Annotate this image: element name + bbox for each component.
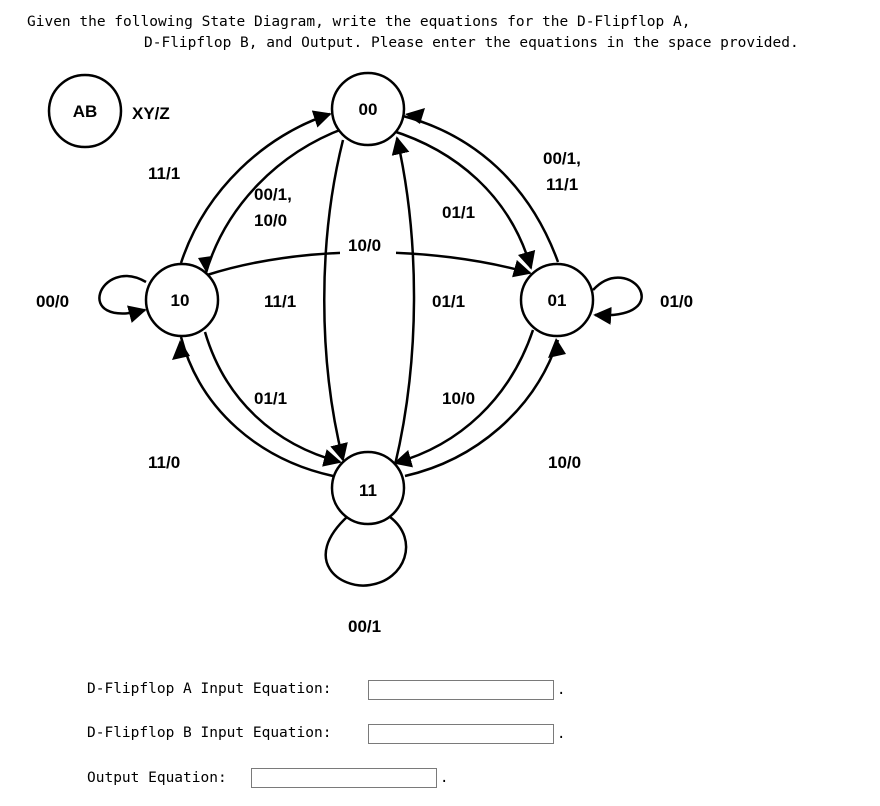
label-t-00-01-outer-a: 00/1, <box>543 149 581 168</box>
label-t-11-01-outer: 10/0 <box>548 453 581 472</box>
arc-10-to-11-inner <box>203 331 342 467</box>
output-equation-label: Output Equation: <box>87 770 227 786</box>
label-t-11-00-right: 01/1 <box>432 292 465 311</box>
label-t-11-00: 01/1 <box>442 203 475 222</box>
arc-00-to-11-left <box>323 139 348 462</box>
label-t-11-10-outer: 11/0 <box>148 453 180 472</box>
label-t-10-00-inner-a: 00/1, <box>254 185 292 204</box>
state-00-label: 00 <box>359 100 378 119</box>
arc-11-to-10-outer <box>179 336 334 478</box>
equation-b-label: D-Flipflop B Input Equation: <box>87 725 332 741</box>
legend-state-circle: AB <box>47 73 123 149</box>
label-self-11: 00/1 <box>348 617 381 636</box>
state-10-label: 10 <box>171 291 190 310</box>
instruction-line-1: Given the following State Diagram, write… <box>27 14 691 30</box>
equation-a-input[interactable] <box>368 680 554 700</box>
arc-00-to-10-inner <box>203 126 346 277</box>
label-t-00-11-left: 11/1 <box>264 292 296 311</box>
legend-state-label: AB <box>73 102 98 121</box>
arrowhead-to-10 <box>172 340 190 360</box>
arc-01-to-00-outer <box>402 114 560 263</box>
state-00: 00 <box>330 71 406 147</box>
equation-a-period: . <box>557 682 566 698</box>
arc-10-to-00-outer <box>179 110 332 264</box>
label-t-10-00-inner-b: 10/0 <box>254 211 287 230</box>
state-11-label: 11 <box>359 481 377 500</box>
self-loop-10 <box>98 274 147 323</box>
self-loop-01 <box>592 276 643 325</box>
state-01: 01 <box>519 262 595 338</box>
arc-01-to-11-inner <box>393 329 535 468</box>
arc-00-to-01-inner <box>389 128 536 270</box>
label-t-10-11-inner: 01/1 <box>254 389 287 408</box>
equation-b-period: . <box>557 726 566 742</box>
equation-a-label: D-Flipflop A Input Equation: <box>87 681 332 697</box>
equation-b-input[interactable] <box>368 724 554 744</box>
instruction-line-2: D-Flipflop B, and Output. Please enter t… <box>144 35 799 51</box>
state-diagram: AB XY/Z 00 10 <box>36 71 693 636</box>
legend-io-label: XY/Z <box>132 104 170 123</box>
output-equation-input[interactable] <box>251 768 437 788</box>
arrowhead-01-to-00 <box>405 108 425 124</box>
output-equation-period: . <box>440 770 449 786</box>
label-t-00-01-outer-b: 11/1 <box>546 175 578 194</box>
arrowhead-to-01 <box>548 338 566 358</box>
self-loop-11 <box>324 515 408 587</box>
label-self-01: 01/0 <box>660 292 693 311</box>
state-11: 11 <box>330 450 406 526</box>
state-10: 10 <box>144 262 220 338</box>
arc-11-to-01-outer <box>404 339 560 478</box>
label-self-10: 00/0 <box>36 292 69 311</box>
label-t-00-10-outer: 11/1 <box>148 164 180 183</box>
arrowhead-00-to-10 <box>198 256 212 272</box>
arc-11-to-00-right <box>391 136 416 466</box>
label-t-01-11-inner: 10/0 <box>442 389 475 408</box>
label-t-10-01: 10/0 <box>348 236 381 255</box>
state-01-label: 01 <box>548 291 567 310</box>
arc-10-to-01-middle <box>206 251 532 278</box>
